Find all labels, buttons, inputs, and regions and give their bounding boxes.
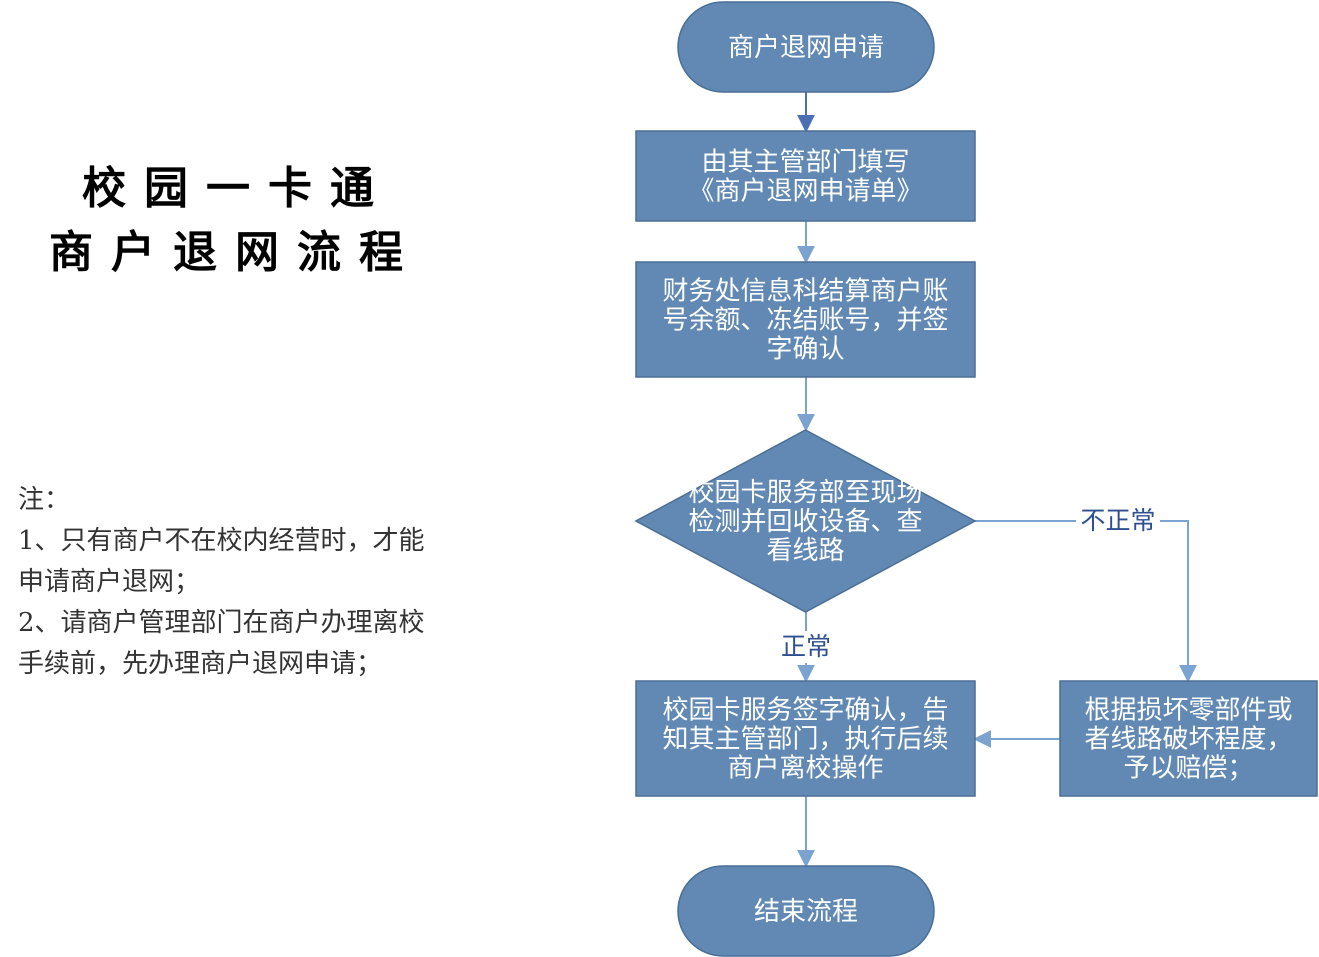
node-text-fill: 《商户退网申请单》 [688, 177, 922, 207]
terminal-node-start [677, 1, 935, 93]
process-node-compensate [1059, 680, 1318, 797]
node-text-inspect: 校园卡服务部至现场 [688, 478, 922, 508]
flow-nodes: 商户退网申请由其主管部门填写《商户退网申请单》财务处信息科结算商户账号余额、冻结… [634, 1, 1318, 957]
notes-line: 2、请商户管理部门在商户办理离校 [18, 608, 425, 638]
node-text-inspect: 检测并回收设备、查 [688, 507, 922, 537]
node-text-finance: 号余额、冻结账号，并签 [662, 306, 948, 336]
edge-label-background [777, 631, 835, 663]
node-text-end: 结束流程 [754, 897, 858, 927]
notes-line: 手续前，先办理商户退网申请； [18, 649, 383, 679]
notes-heading: 注： [18, 485, 71, 515]
node-text-confirm: 商户离校操作 [727, 754, 883, 784]
page-title-line-2: 商户退网流程 [49, 227, 421, 278]
node-text-fill: 由其主管部门填写 [701, 148, 909, 178]
decision-node-inspect [634, 429, 977, 613]
flow-edge-inspect-to-compensate [975, 520, 1197, 683]
process-node-finance [635, 261, 976, 378]
node-text-compensate: 予以赔偿； [1123, 754, 1253, 784]
edge-label-background [1076, 505, 1160, 537]
node-text-confirm: 知其主管部门，执行后续 [662, 725, 948, 755]
process-node-confirm [635, 680, 976, 797]
process-node-fill [635, 130, 976, 222]
flow-edge-labels: 正常 不正常 [777, 505, 1160, 663]
terminal-node-end [677, 865, 935, 957]
notes-line: 申请商户退网； [18, 567, 201, 597]
node-text-confirm: 校园卡服务签字确认，告 [662, 696, 948, 726]
node-text-inspect: 看线路 [766, 536, 844, 566]
edge-label-inspect-to-confirm: 正常 [781, 632, 831, 661]
notes-block: 注： 1、只有商户不在校内经营时，才能 申请商户退网； 2、请商户管理部门在商户… [18, 480, 518, 685]
node-text-compensate: 者线路破坏程度， [1084, 725, 1292, 755]
node-text-start: 商户退网申请 [728, 33, 884, 63]
page-title-line-1: 校园一卡通 [82, 163, 392, 214]
node-text-finance: 财务处信息科结算商户账 [662, 277, 948, 307]
node-text-finance: 字确认 [766, 335, 844, 365]
notes-line: 1、只有商户不在校内经营时，才能 [18, 526, 425, 556]
node-text-compensate: 根据损坏零部件或 [1084, 696, 1292, 726]
edge-label-inspect-to-compensate: 不正常 [1080, 506, 1155, 535]
